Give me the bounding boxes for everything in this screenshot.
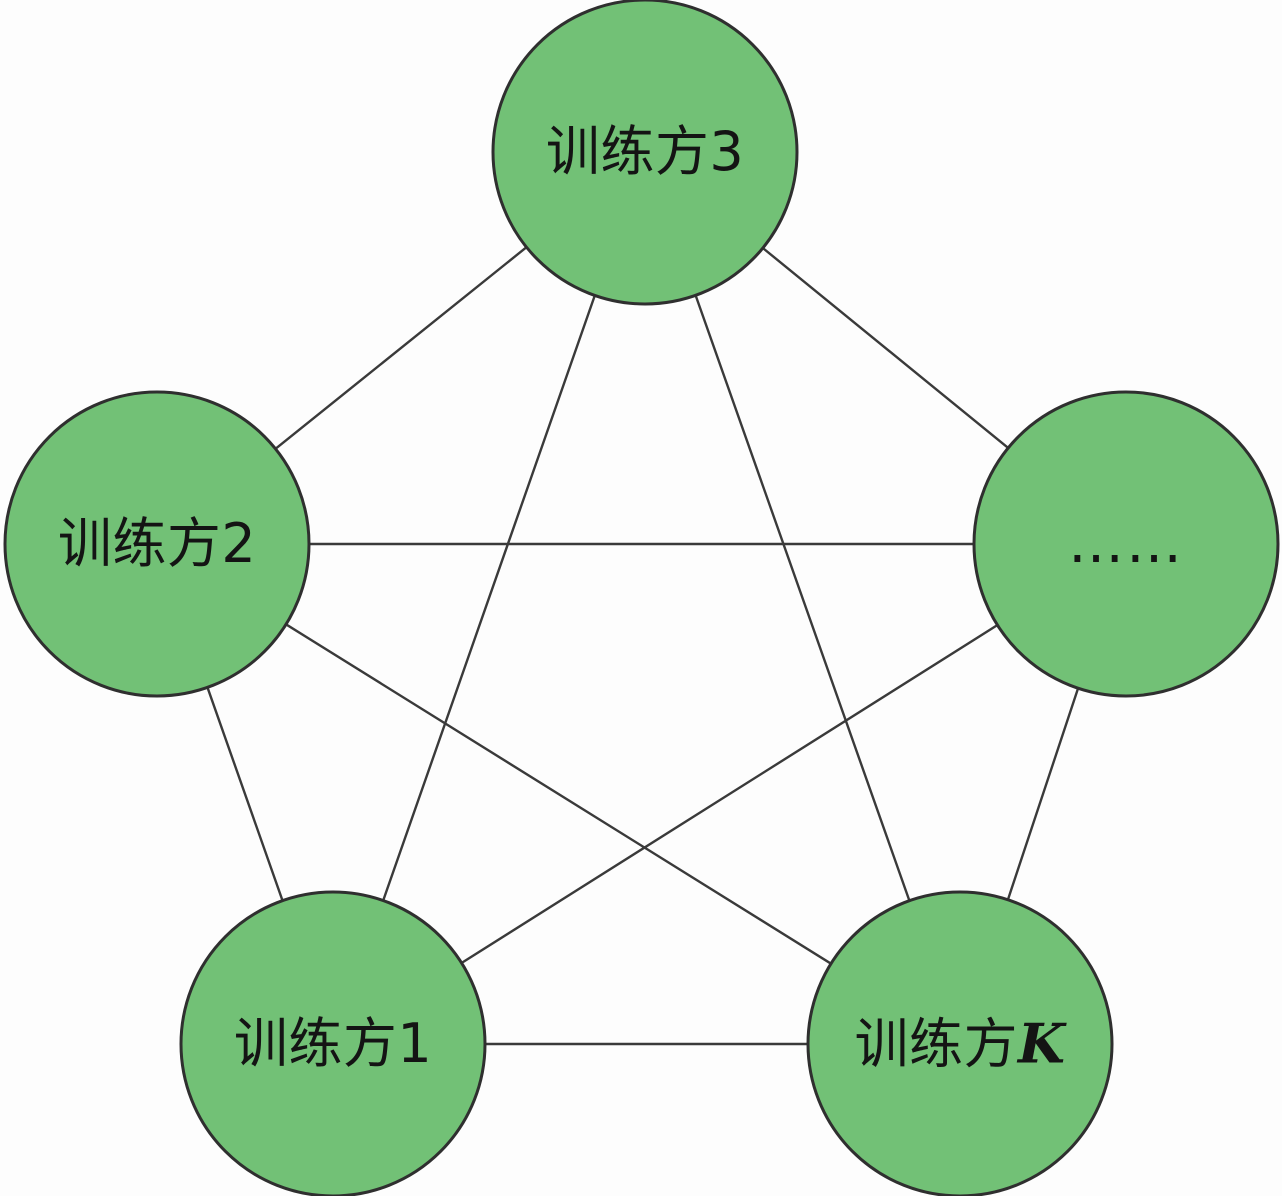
edge-party3-partyK xyxy=(694,293,911,903)
node-circle-party1[interactable] xyxy=(179,890,487,1196)
node-circle-partyK[interactable] xyxy=(806,890,1114,1196)
edge-party2-partyK xyxy=(283,622,834,966)
nodes-group xyxy=(3,0,1280,1196)
edge-party3-partyDots xyxy=(760,246,1011,450)
node-circle-party3[interactable] xyxy=(491,0,799,306)
edge-partyDots-party1 xyxy=(459,623,1000,965)
edge-party3-party2 xyxy=(273,245,529,451)
edges-group xyxy=(205,245,1080,1046)
edge-partyDots-partyK xyxy=(1006,686,1080,902)
node-circle-partyDots[interactable] xyxy=(972,390,1280,698)
node-circle-party2[interactable] xyxy=(3,390,311,698)
edge-party3-party1 xyxy=(381,293,597,903)
edge-party2-party1 xyxy=(205,685,285,903)
